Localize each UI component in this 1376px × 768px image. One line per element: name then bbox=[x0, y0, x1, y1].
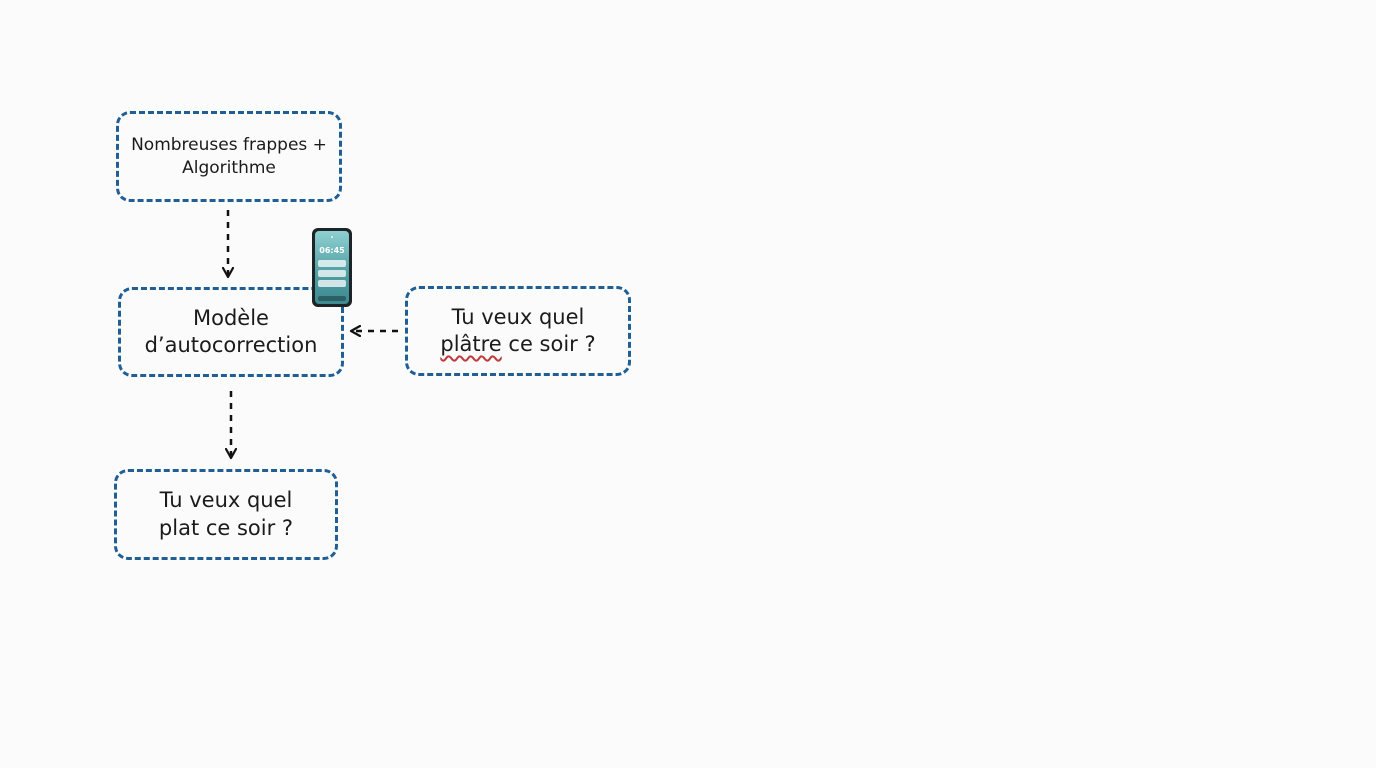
output-box-line1: Tu veux quel bbox=[159, 488, 293, 513]
autocorrect-model-box: Modèle d’autocorrection bbox=[118, 287, 344, 377]
input-box: Nombreuses frappes + Algorithme bbox=[116, 111, 342, 202]
phone-screen: 06:45 bbox=[315, 231, 349, 304]
corrected-sentence-box: Tu veux quel plat ce soir ? bbox=[114, 469, 338, 560]
phone-notification bbox=[318, 270, 346, 277]
phone-time: 06:45 bbox=[319, 246, 345, 255]
phone-notification bbox=[318, 280, 346, 287]
misspelled-word: plâtre bbox=[440, 332, 502, 356]
typo-box-line2-rest: ce soir ? bbox=[501, 332, 596, 356]
typo-box-line2: plâtre ce soir ? bbox=[440, 331, 595, 358]
typo-box-line1: Tu veux quel bbox=[451, 304, 585, 329]
phone-dock bbox=[318, 296, 346, 301]
output-box-line2: plat ce soir ? bbox=[158, 515, 294, 540]
phone-notification bbox=[318, 260, 346, 267]
typo-sentence-box: Tu veux quel plâtre ce soir ? bbox=[405, 286, 631, 376]
input-box-line1: Nombreuses frappes + bbox=[131, 135, 327, 156]
model-box-line1: Modèle bbox=[193, 305, 269, 330]
model-box-line2: d’autocorrection bbox=[144, 333, 318, 357]
smartphone-icon: 06:45 bbox=[312, 228, 352, 307]
input-box-line2: Algorithme bbox=[182, 157, 276, 178]
phone-camera bbox=[331, 236, 333, 238]
